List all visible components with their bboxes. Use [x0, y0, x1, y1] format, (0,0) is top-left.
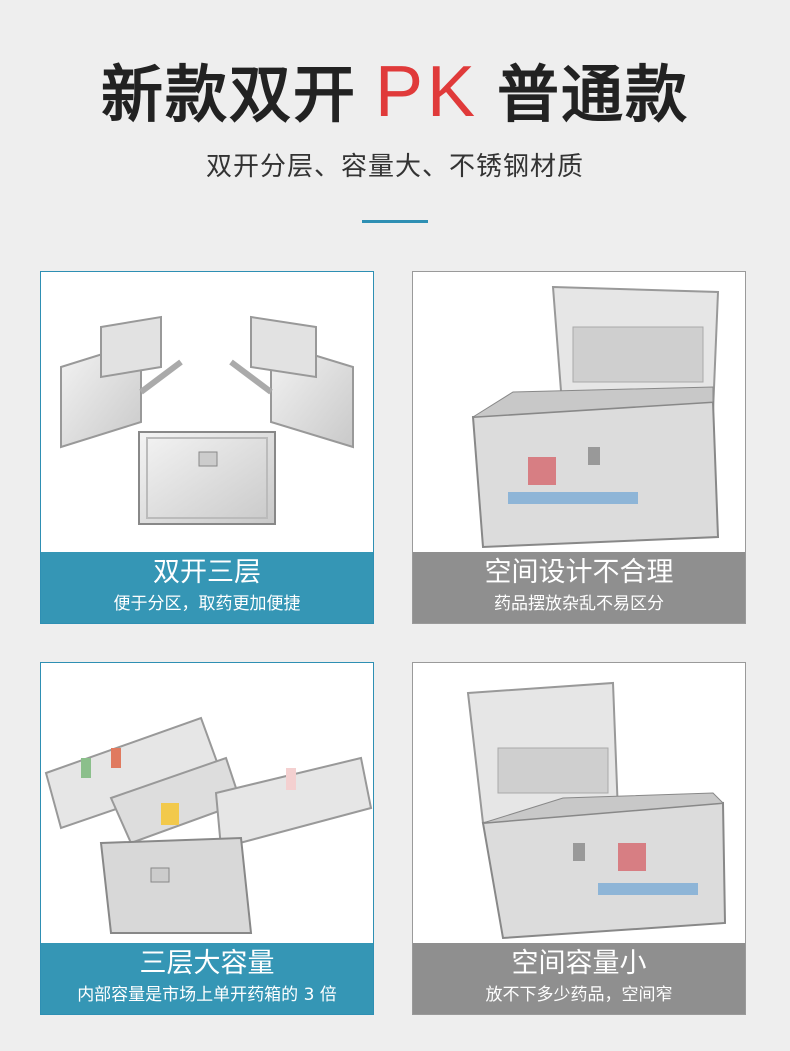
card-caption: 三层大容量 内部容量是市场上单开药箱的 3 倍 [41, 943, 373, 1014]
three-layer-case-image [41, 663, 373, 943]
title-left: 新款双开 [100, 58, 357, 131]
card-caption: 空间容量小 放不下多少药品，空间窄 [413, 943, 745, 1014]
title-pk: PK [374, 52, 480, 132]
card-caption: 空间设计不合理 药品摆放杂乱不易区分 [413, 552, 745, 623]
card-description: 放不下多少药品，空间窄 [485, 985, 673, 1005]
card-title: 三层大容量 [139, 948, 275, 979]
card-title: 双开三层 [153, 557, 261, 588]
card-description: 便于分区，取药更加便捷 [113, 594, 301, 614]
page-subtitle: 双开分层、容量大、不锈钢材质 [205, 152, 584, 182]
small-case-image [413, 663, 745, 943]
card-caption: 双开三层 便于分区，取药更加便捷 [41, 552, 373, 623]
card-description: 内部容量是市场上单开药箱的 3 倍 [77, 985, 337, 1005]
card-ordinary-small: 空间容量小 放不下多少药品，空间窄 [412, 662, 746, 1015]
double-open-case-image [41, 272, 373, 552]
card-new-three-layer: 三层大容量 内部容量是市场上单开药箱的 3 倍 [40, 662, 374, 1015]
title-divider [362, 220, 428, 223]
card-description: 药品摆放杂乱不易区分 [494, 594, 664, 614]
card-ordinary-space: 空间设计不合理 药品摆放杂乱不易区分 [412, 271, 746, 624]
card-title: 空间容量小 [511, 948, 647, 979]
card-title: 空间设计不合理 [484, 557, 674, 588]
ordinary-case-image [413, 272, 745, 552]
title-right: 普通款 [497, 58, 690, 131]
card-new-double-open: 双开三层 便于分区，取药更加便捷 [40, 271, 374, 624]
